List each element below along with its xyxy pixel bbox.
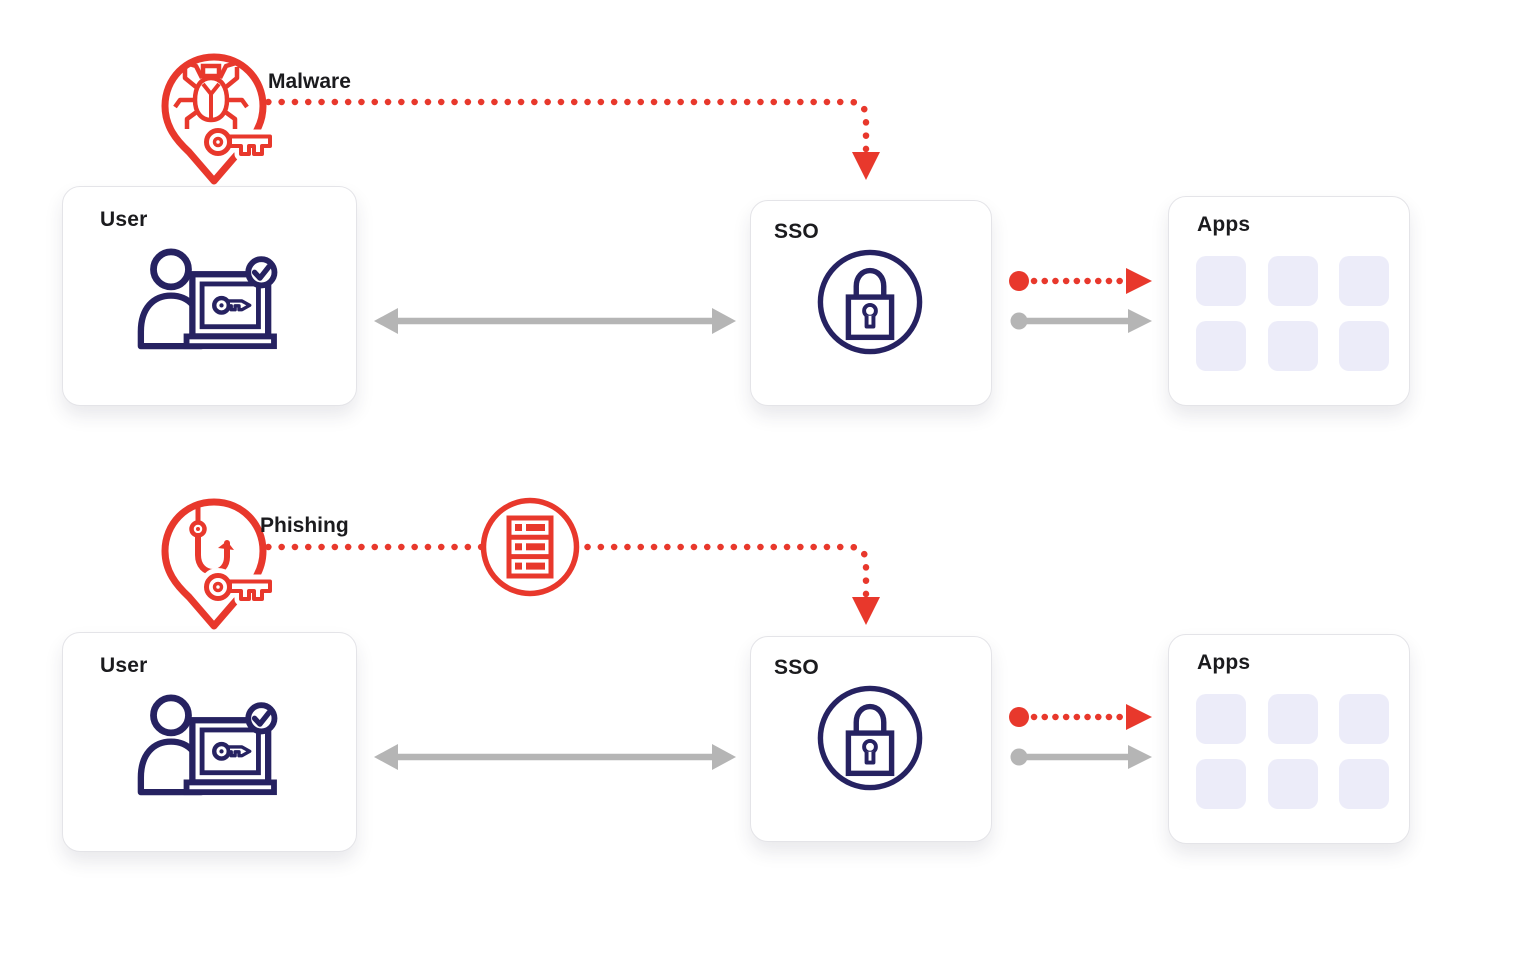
malware-attack-arrow (251, 98, 880, 180)
user-box-label: User (100, 208, 148, 231)
key-on-screen-icon (212, 741, 252, 761)
apps-box-label: Apps (1197, 651, 1251, 674)
threat-label-phishing: Phishing (260, 514, 349, 537)
person-laptop-key-check-icon (137, 694, 278, 796)
apps-box: Apps (1168, 634, 1410, 844)
sso-box-label: SSO (774, 656, 819, 679)
check-badge-icon (245, 702, 278, 735)
app-tile (1196, 694, 1246, 744)
server-circle-icon (480, 497, 580, 597)
apps-box: Apps (1168, 196, 1410, 406)
user-sso-double-arrow (374, 308, 736, 334)
key-icon (199, 123, 277, 161)
user-box-label: User (100, 654, 148, 677)
app-tile (1339, 759, 1389, 809)
sso-box: SSO (750, 200, 992, 406)
user-sso-double-arrow (374, 744, 736, 770)
app-tile (1268, 256, 1318, 306)
app-tile (1339, 694, 1389, 744)
apps-box-label: Apps (1197, 213, 1251, 236)
phishing-hook-pin-icon (161, 498, 277, 630)
sso-apps-normal-arrow (1010, 745, 1152, 769)
person-laptop-key-check-icon (137, 248, 278, 350)
threat-label-malware: Malware (268, 70, 351, 93)
app-tile (1339, 321, 1389, 371)
app-tile (1268, 759, 1318, 809)
check-badge-icon (245, 256, 278, 289)
key-on-screen-icon (212, 295, 252, 315)
sso-apps-normal-arrow (1010, 309, 1152, 333)
sso-apps-attack-arrow (1009, 704, 1152, 730)
app-tile (1268, 321, 1318, 371)
app-tile (1196, 321, 1246, 371)
app-tile (1339, 256, 1389, 306)
key-icon (199, 568, 277, 606)
bug-icon (173, 60, 249, 129)
app-tile (1196, 256, 1246, 306)
app-tile (1196, 759, 1246, 809)
sso-box-label: SSO (774, 220, 819, 243)
padlock-circle-icon (817, 249, 923, 355)
padlock-circle-icon (817, 685, 923, 791)
phishing-attack-arrow (251, 543, 880, 625)
app-tile (1268, 694, 1318, 744)
sso-apps-attack-arrow (1009, 268, 1152, 294)
malware-bug-pin-icon (161, 53, 277, 185)
